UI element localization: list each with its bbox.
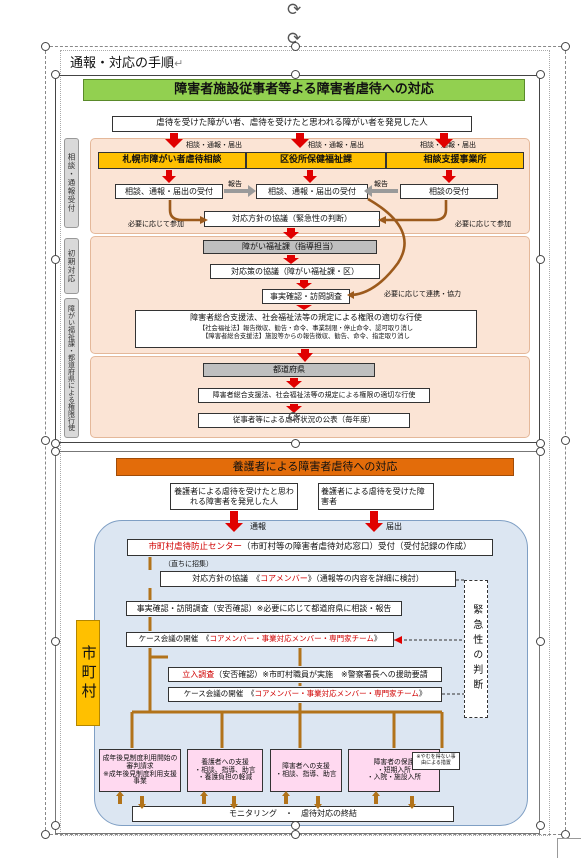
section1-discoverer: 虐待を受けた障がい者、虐待を受けたと思われる障がい者を発見した人 <box>112 116 472 132</box>
resize-handle-e[interactable] <box>561 436 570 445</box>
onsite-red: 立入調査 <box>182 669 215 679</box>
img2-handle-se[interactable] <box>536 821 545 830</box>
policy2-red: コアメンバー <box>260 574 308 584</box>
img1-handle-nw[interactable] <box>51 70 60 79</box>
img2-handle-s[interactable] <box>291 821 300 830</box>
section1-title: 障害者施設従事者等よる障害者虐待への対応 <box>83 79 525 101</box>
center-detail: （市町村等の障害者虐待対応窓口）受付（受付記録の作成） <box>242 541 472 552</box>
section2-title: 養護者による障害者虐待への対応 <box>116 458 514 476</box>
img1-handle-ne[interactable] <box>536 70 545 79</box>
office-sapporo: 札幌市障がい者虐待相談 <box>98 152 246 169</box>
resize-handle-ne[interactable] <box>561 42 570 51</box>
red-arrows-section2 <box>225 511 383 532</box>
heading-text: 通報・対応の手順 <box>70 56 175 71</box>
gray-report-arrows <box>224 185 398 197</box>
img1-handle-w[interactable] <box>51 255 60 264</box>
support-guardianship: 成年後見制度利用開始の審判請求 ※成年後見制度利用支援事業 <box>99 749 181 792</box>
img1-handle-e[interactable] <box>536 255 545 264</box>
policy-discussion-2: 対応方針の協議 《コアメンバー》（通報等の内容を詳細に検討） <box>160 571 456 587</box>
text-frame <box>60 50 550 836</box>
case-meeting-1: ケース会議の開催 《コアメンバー・事業対応メンバー・専門家チーム》 <box>126 632 394 647</box>
side-label-initial: 初期対応 <box>64 238 79 294</box>
report-label-1: 相談・通報・届出 <box>186 141 242 149</box>
powers-detail-2: 【障害者総合支援法】施設等からの報告徴収、勧告、命令、指定取り消し <box>202 332 410 340</box>
pref-powers: 障害者総合支援法、社会福祉法等の規定による権限の適切な行使 <box>198 388 430 403</box>
cooperation-note: 必要に応じて連携・協力 <box>384 290 461 298</box>
resize-handle-sw[interactable] <box>41 830 50 839</box>
municipality-label: 市町村 <box>76 620 100 726</box>
side-label-consult: 相談・通報受付 <box>64 138 79 228</box>
case1-pre: ケース会議の開催 《 <box>138 634 210 644</box>
img2-handle-sw[interactable] <box>51 821 60 830</box>
case1-red: コアメンバー・事業対応メンバー・専門家チーム <box>209 634 374 644</box>
fact-check-1: 事実確認・訪問調査 <box>262 289 350 304</box>
img2-handle-ne[interactable] <box>536 447 545 456</box>
red-arrows-section1 <box>162 133 456 413</box>
policy-discussion: 対応方針の協議（緊急性の判断） <box>204 211 380 227</box>
participate-left: 必要に応じて参加 <box>128 220 184 228</box>
onsite-detail: （安否確認）※市町村職員が実施 ※警察署長への援助要請 <box>214 669 428 679</box>
report-label-3: 相談・通報・届出 <box>420 141 476 149</box>
img2-handle-nw[interactable] <box>51 447 60 456</box>
return-mark: ↵ <box>174 57 184 70</box>
resize-handle-nw[interactable] <box>41 42 50 51</box>
case1-post: 》 <box>373 634 382 644</box>
urgency-connectors <box>394 579 464 695</box>
support-caregiver: 養護者への支援 ・相談、指導、助言 ・養護負担の軽減 <box>187 749 263 792</box>
receive-support: 相談の受付 <box>400 184 498 199</box>
receive-sapporo: 相談、通報・届出の受付 <box>115 184 223 199</box>
policy2-pre: 対応方針の協議 《 <box>192 574 261 584</box>
participate-right: 必要に応じて参加 <box>455 220 511 228</box>
prevention-center: 市町村虐待防止センター（市町村等の障害者虐待対応窓口）受付（受付記録の作成） <box>127 539 493 556</box>
case2-pre: ケース会議の開催 《 <box>183 689 255 699</box>
rotate-handle-icon-3[interactable]: ⟳ <box>288 408 301 426</box>
report-label-2: 相談・通報・届出 <box>308 141 364 149</box>
resize-handle-s[interactable] <box>291 830 300 839</box>
report-label-tsuho: 通報 <box>250 522 266 531</box>
report-word-2: 報告 <box>374 180 388 188</box>
report-word-1: 報告 <box>228 180 242 188</box>
office-support: 相談支援事業所 <box>386 152 524 169</box>
welfare-dept: 障がい福祉課（指導担当） <box>203 240 377 254</box>
section2-victim: 養護者による虐待を受けた障害者 <box>318 483 434 510</box>
onsite-inspection: 立入調査（安否確認）※市町村職員が実施 ※警察署長への援助要請 <box>168 667 442 682</box>
powers-detail-1: 【社会福祉法】報告徴収、勧告・命令、事業制限・停止命令、認可取り消し <box>198 324 414 332</box>
side-label-powers: 障がい福祉課・都道府県による権限行使 <box>64 298 79 438</box>
receive-ward: 相談、通報・届出の受付 <box>256 184 368 199</box>
brown-participate-arrows <box>168 197 448 297</box>
page-corner-mark <box>557 838 581 858</box>
support-disabled: 障害者への支援 ・相談、指導、助言 <box>270 749 342 792</box>
powers-title: 障害者総合支援法、社会福祉法等の規定による権限の適切な行使 <box>190 313 422 322</box>
case2-post: 》 <box>418 689 427 699</box>
resize-handle-n[interactable] <box>291 42 300 51</box>
monitoring-arrows <box>116 791 416 809</box>
publication: 従事者等による虐待状況の公表（毎年度） <box>198 413 410 428</box>
center-name: 市町村虐待防止センター <box>148 541 242 552</box>
resize-handle-w[interactable] <box>41 436 50 445</box>
policy2-post: 》（通報等の内容を詳細に検討） <box>307 574 424 584</box>
section2-discoverer: 養護者による虐待を受けたと思われる障害者を発見した人 <box>170 483 298 510</box>
brown-flow-lines <box>130 557 444 748</box>
img1-handle-n[interactable] <box>291 70 300 79</box>
img2-handle-e[interactable] <box>536 637 545 646</box>
convene-note: （直ちに招集） <box>164 560 213 568</box>
report-label-todokede: 届出 <box>386 522 402 531</box>
fact-check-2: 事実確認・訪問調査（安否確認）※必要に応じて都道府県に相談・報告 <box>126 601 402 616</box>
case2-red: コアメンバー・事業対応メンバー・専門家チーム <box>254 689 419 699</box>
img2-handle-w[interactable] <box>51 637 60 646</box>
document-heading: 通報・対応の手順↵ <box>70 57 183 70</box>
urgency-judgement: 緊急性の判断 <box>464 580 488 718</box>
powers-box: 障害者総合支援法、社会福祉法等の規定による権限の適切な行使 【社会福祉法】報告徴… <box>135 310 477 348</box>
prefecture: 都道府県 <box>203 363 375 377</box>
measures-discussion: 対応策の協議（障がい福祉課・区） <box>210 264 380 279</box>
case-meeting-2: ケース会議の開催 《コアメンバー・事業対応メンバー・専門家チーム》 <box>168 687 442 702</box>
rotate-handle-icon[interactable]: ⟳ <box>287 0 302 20</box>
img1-handle-s[interactable] <box>291 439 300 448</box>
unavoidable-measure: ※やむを得ない事由による措置 <box>412 752 460 770</box>
office-ward: 区役所保健福祉課 <box>246 152 386 169</box>
